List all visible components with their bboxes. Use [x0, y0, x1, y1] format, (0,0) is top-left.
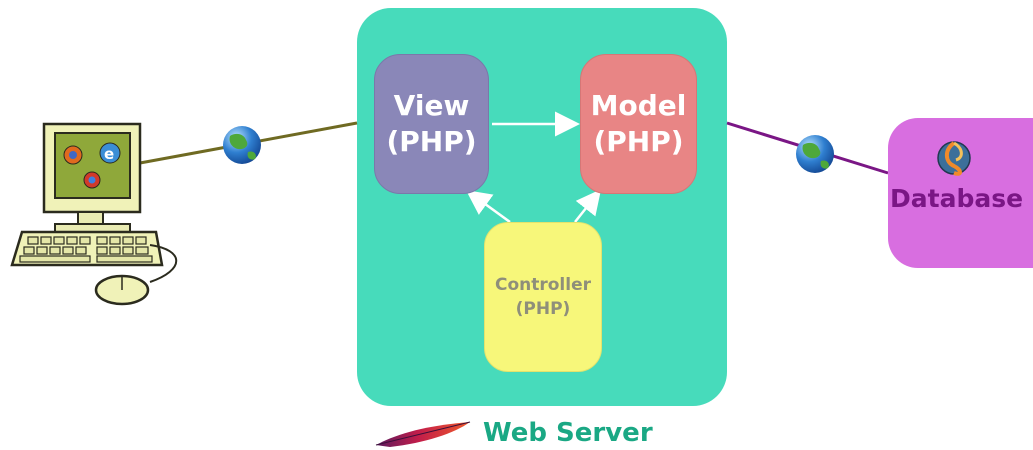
svg-text:e: e: [104, 145, 114, 163]
database-label: Database: [890, 184, 1024, 213]
arrow-controller-to-view: [465, 190, 511, 224]
view-label: View: [393, 89, 470, 122]
model-sublabel: (PHP): [593, 125, 684, 158]
controller-label: Controller: [494, 275, 591, 295]
controller-sublabel: (PHP): [515, 299, 571, 319]
model-php-box: Model (PHP): [580, 54, 697, 194]
view-php-box: View (PHP): [374, 54, 489, 194]
controller-php-box: Controller (PHP): [484, 222, 602, 372]
view-sublabel: (PHP): [386, 125, 477, 158]
model-label: Model: [590, 89, 687, 122]
arrow-controller-to-model: [574, 189, 602, 223]
web-server-label: Web Server: [483, 418, 653, 448]
